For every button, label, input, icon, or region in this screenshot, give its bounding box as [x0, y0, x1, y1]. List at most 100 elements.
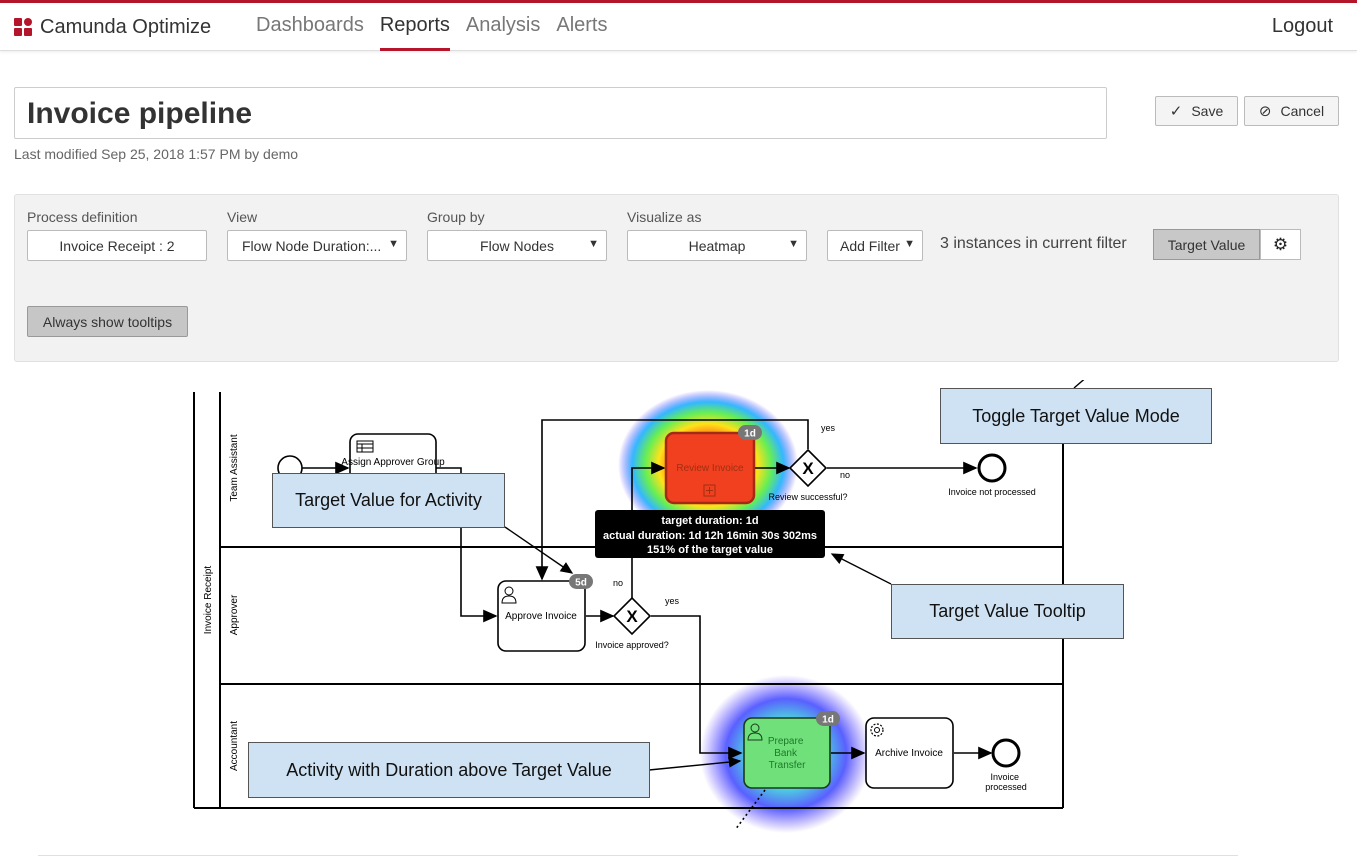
task-label-line: Prepare: [768, 736, 804, 747]
chevron-down-icon: ▼: [588, 238, 599, 250]
always-show-tooltips-button[interactable]: Always show tooltips: [27, 306, 188, 337]
business-rule-icon: [356, 440, 374, 453]
target-value-toggle[interactable]: Target Value: [1153, 229, 1260, 260]
checkmark-icon: ✓: [1169, 103, 1183, 120]
tooltip-percentage: 151% of the target value: [647, 544, 773, 556]
end-event-not-processed[interactable]: [977, 453, 1007, 483]
view-label: View: [227, 209, 258, 225]
brand-name: Camunda Optimize: [40, 15, 212, 38]
lane-label-team-assistant: Team Assistant: [229, 434, 240, 501]
gear-icon: ⚙: [1272, 234, 1289, 254]
bottom-divider: [38, 855, 1238, 856]
task-prepare-bank-transfer[interactable]: Prepare Bank Transfer: [743, 717, 831, 789]
visualize-as-label: Visualize as: [627, 209, 702, 225]
task-archive-invoice[interactable]: Archive Invoice: [865, 717, 954, 789]
task-label: Archive Invoice: [875, 748, 943, 759]
group-by-select[interactable]: Flow Nodes ▼: [427, 230, 607, 261]
flow-label-yes: yes: [821, 423, 836, 433]
gateway-invoice-approved[interactable]: X: [612, 596, 652, 636]
save-button[interactable]: ✓ Save: [1155, 96, 1238, 126]
task-label: Assign Approver Group: [341, 457, 445, 468]
instance-count: 3 instances in current filter: [940, 235, 1127, 252]
end-event-label-line: Invoice: [990, 772, 1019, 782]
gateway-review-successful[interactable]: X: [788, 448, 828, 488]
camunda-logo-icon: [14, 17, 33, 37]
process-definition-value: Invoice Receipt : 2: [59, 237, 175, 254]
app-header: Camunda Optimize Dashboards Reports Anal…: [0, 3, 1357, 51]
exclusive-gateway-icon: X: [626, 607, 638, 626]
add-filter-label: Add Filter: [840, 237, 900, 254]
end-event-label-processed: Invoice processed: [985, 772, 1027, 792]
subprocess-marker-icon: [703, 484, 716, 497]
target-value-tooltip: target duration: 1d actual duration: 1d …: [595, 510, 825, 558]
brand[interactable]: Camunda Optimize: [14, 15, 211, 39]
task-label: Approve Invoice: [505, 611, 577, 622]
visualize-as-value: Heatmap: [688, 237, 746, 254]
view-value: Flow Node Duration:...: [242, 237, 382, 254]
report-title-field[interactable]: Invoice pipeline: [14, 87, 1107, 139]
logout-link[interactable]: Logout: [1271, 15, 1333, 37]
save-label: Save: [1191, 103, 1224, 119]
gateway-label-approved: Invoice approved?: [595, 640, 669, 650]
task-label: Review Invoice: [676, 463, 744, 474]
cancel-button[interactable]: ⊘ Cancel: [1244, 96, 1339, 126]
bpmn-heatmap-diagram: Invoice Receipt Team Assistant Approver …: [0, 380, 1357, 857]
tooltip-target-duration: target duration: 1d: [661, 515, 759, 527]
cancel-circle-icon: ⊘: [1258, 103, 1272, 120]
service-task-icon: [870, 723, 884, 737]
callout-target-value-tooltip: Target Value Tooltip: [891, 584, 1124, 639]
end-event-label-not-processed: Invoice not processed: [948, 487, 1036, 497]
user-task-icon: [501, 586, 517, 604]
task-approve-invoice[interactable]: Approve Invoice: [497, 580, 586, 652]
callout-toggle-target-value-mode: Toggle Target Value Mode: [940, 388, 1212, 444]
bpmn-canvas: Invoice Receipt Team Assistant Approver …: [193, 380, 1085, 833]
badge-prepare-bank-transfer: 1d: [816, 711, 840, 726]
group-by-value: Flow Nodes: [480, 237, 554, 254]
badge-approve-invoice: 5d: [569, 574, 593, 589]
exclusive-gateway-icon: X: [802, 459, 814, 478]
pool-label: Invoice Receipt: [203, 566, 214, 635]
task-label-line: Transfer: [769, 760, 807, 771]
main-nav: Dashboards Reports Analysis Alerts: [256, 3, 623, 51]
process-definition-button[interactable]: Invoice Receipt : 2: [27, 230, 207, 261]
report-title: Invoice pipeline: [27, 97, 253, 130]
group-by-label: Group by: [427, 209, 485, 225]
badge-text: 1d: [822, 715, 834, 726]
badge-text: 5d: [575, 578, 587, 589]
task-label: Prepare Bank Transfer: [768, 736, 806, 771]
task-label-line: Bank: [774, 748, 798, 759]
visualize-as-select[interactable]: Heatmap ▼: [627, 230, 807, 261]
chevron-down-icon: ▼: [388, 238, 399, 250]
tooltip-actual-duration: actual duration: 1d 12h 16min 30s 302ms: [603, 529, 817, 542]
lane-label-accountant: Accountant: [229, 721, 240, 771]
callout-activity-above-target: Activity with Duration above Target Valu…: [248, 742, 650, 798]
chevron-down-icon: ▼: [788, 238, 799, 250]
lane-label-approver: Approver: [229, 594, 240, 635]
view-select[interactable]: Flow Node Duration:... ▼: [227, 230, 407, 261]
badge-text: 1d: [744, 429, 756, 440]
end-event-processed[interactable]: [991, 738, 1021, 768]
process-definition-label: Process definition: [27, 209, 138, 225]
last-modified: Last modified Sep 25, 2018 1:57 PM by de…: [14, 146, 299, 162]
end-event-label-line: processed: [985, 782, 1027, 792]
badge-review-invoice: 1d: [738, 425, 762, 440]
task-review-invoice[interactable]: Review Invoice: [664, 431, 756, 505]
chevron-down-icon: ▼: [904, 238, 915, 250]
flow-label-yes: yes: [665, 596, 680, 606]
target-value-settings-button[interactable]: ⚙: [1260, 229, 1301, 260]
nav-analysis[interactable]: Analysis: [465, 14, 541, 36]
nav-reports[interactable]: Reports: [379, 3, 450, 51]
add-filter-select[interactable]: Add Filter ▼: [827, 230, 923, 261]
nav-dashboards[interactable]: Dashboards: [256, 14, 364, 36]
sequence-flows: [302, 419, 993, 831]
flow-label-no: no: [613, 578, 623, 588]
callout-target-value-for-activity: Target Value for Activity: [272, 473, 505, 528]
cancel-label: Cancel: [1280, 103, 1325, 119]
flow-label-no: no: [840, 470, 850, 480]
user-task-icon: [747, 723, 763, 741]
top-accent-bar: [0, 0, 1357, 3]
nav-alerts[interactable]: Alerts: [556, 14, 608, 36]
callout-pointers: [504, 380, 1085, 771]
report-controls-panel: Process definition Invoice Receipt : 2 V…: [14, 194, 1339, 362]
gateway-label-review: Review successful?: [768, 492, 847, 502]
